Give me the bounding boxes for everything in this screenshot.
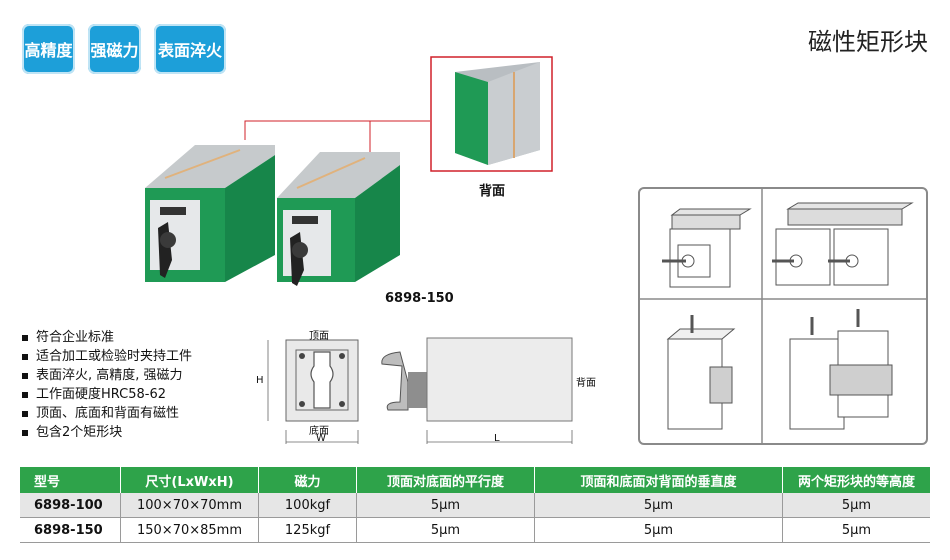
table-cell: 5µm <box>356 517 535 543</box>
feature-item: 表面淬火, 高精度, 强磁力 <box>22 366 192 385</box>
table-cell: 5µm <box>534 493 783 518</box>
usage-illustrations <box>640 189 926 443</box>
table-cell: 5µm <box>356 493 535 518</box>
side-view <box>426 337 573 422</box>
table-header-row: 型号 尺寸(LxWxH) 磁力 顶面对底面的平行度 顶面和底面对背面的垂直度 两… <box>20 467 930 493</box>
badge-high-precision: 高精度 <box>22 24 75 74</box>
feature-item: 顶面、底面和背面有磁性 <box>22 404 192 423</box>
feature-item: 适合加工或检验时夹持工件 <box>22 347 192 366</box>
header-perpendicularity: 顶面和底面对背面的垂直度 <box>534 467 783 493</box>
callout-line-left <box>244 120 430 140</box>
table-row: 6898-100 100×70×70mm 100kgf 5µm 5µm 5µm <box>20 493 930 518</box>
drawing-top-label: 顶面 <box>309 331 329 342</box>
drawing-bottom-label: 底面 <box>309 426 329 437</box>
drawing-back-label: 背面 <box>576 378 596 389</box>
table-cell: 5µm <box>782 493 930 518</box>
table-cell: 100×70×70mm <box>120 493 259 518</box>
feature-item: 符合企业标准 <box>22 328 192 347</box>
table-row: 6898-150 150×70×85mm 125kgf 5µm 5µm 5µm <box>20 517 930 543</box>
header-size: 尺寸(LxWxH) <box>120 467 259 493</box>
block-left-top <box>145 145 275 188</box>
header-model: 型号 <box>20 467 121 493</box>
usage-illustration-panel <box>638 187 928 445</box>
table-cell: 6898-150 <box>20 517 121 543</box>
table-cell: 100kgf <box>258 493 357 518</box>
header-equal-height: 两个矩形块的等高度 <box>782 467 930 493</box>
table-cell: 150×70×85mm <box>120 517 259 543</box>
drawing-l-label: L <box>494 433 500 444</box>
table-cell: 125kgf <box>258 517 357 543</box>
dimension-drawing <box>267 337 573 444</box>
table-cell: 5µm <box>782 517 930 543</box>
back-view-label: 背面 <box>479 184 506 199</box>
page-title: 磁性矩形块 <box>808 28 928 56</box>
badge-surface-hardened: 表面淬火 <box>154 24 226 74</box>
block-right-top <box>277 152 400 198</box>
spec-table: 型号 尺寸(LxWxH) 磁力 顶面对底面的平行度 顶面和底面对背面的垂直度 两… <box>20 467 930 543</box>
header-parallelism: 顶面对底面的平行度 <box>356 467 535 493</box>
feature-item: 包含2个矩形块 <box>22 423 192 442</box>
product-illustration <box>145 56 553 286</box>
feature-item: 工作面硬度HRC58-62 <box>22 385 192 404</box>
table-cell: 5µm <box>534 517 783 543</box>
drawing-w-label: W <box>316 433 326 444</box>
model-label: 6898-150 <box>385 291 454 306</box>
badge-strong-magnet: 强磁力 <box>88 24 141 74</box>
drawing-h-label: H <box>256 375 264 386</box>
feature-list: 符合企业标准 适合加工或检验时夹持工件 表面淬火, 高精度, 强磁力 工作面硬度… <box>22 328 192 442</box>
header-force: 磁力 <box>258 467 357 493</box>
table-cell: 6898-100 <box>20 493 121 518</box>
